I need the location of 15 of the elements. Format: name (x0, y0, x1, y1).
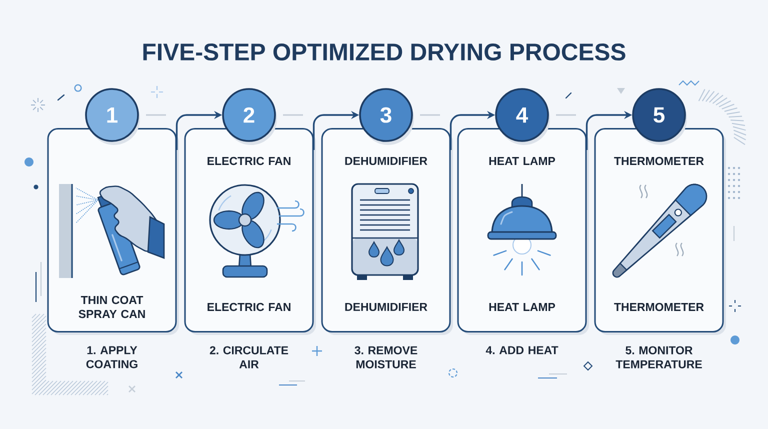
title: FIVE-STEP OPTIMIZED DRYING PROCESS (143, 44, 626, 60)
card-heading: HEAT LAMP (489, 157, 556, 165)
step-label: 3. REMOVE MOISTURE (354, 346, 418, 368)
card-caption: DEHUMIDIFIER (345, 303, 428, 312)
card-heading: ELECTRIC FAN (208, 156, 290, 166)
card-caption: HEAT LAMP (489, 303, 556, 311)
step-label: 5. MONITOR TEMPERATURE (616, 346, 702, 368)
card-heading: DEHUMIDIFIER (345, 157, 428, 166)
card-caption: THIN COAT SPRAY CAN (78, 296, 145, 318)
card-caption: ELECTRIC FAN (208, 302, 290, 312)
card-heading: THERMOMETER (614, 156, 704, 166)
step-label: 1. APPLY COATING (86, 346, 138, 368)
step-label: 4. ADD HEAT (486, 346, 558, 354)
step-label: 2. CIRCULATE AIR (210, 346, 288, 368)
card-caption: THERMOMETER (614, 302, 704, 312)
